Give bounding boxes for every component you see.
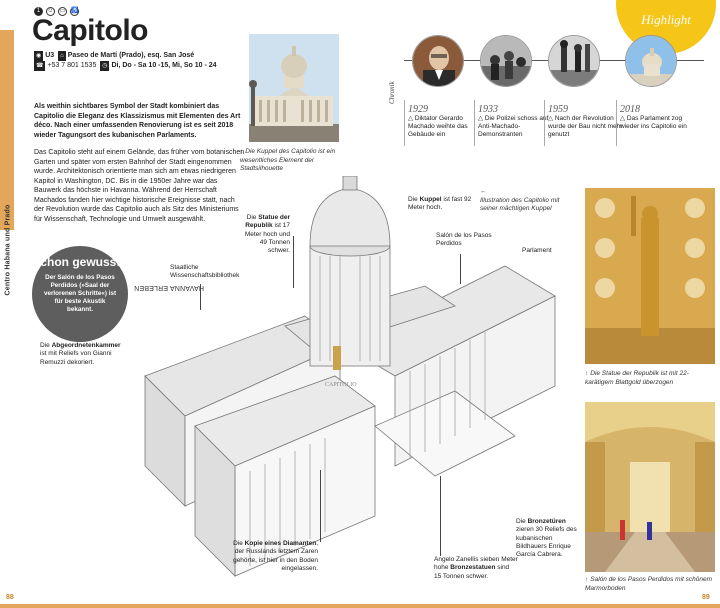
- number-icon: 1: [34, 7, 43, 16]
- capitol-illustration: CAPITOLIO: [144, 176, 556, 577]
- page-number-left: 88: [6, 594, 14, 601]
- timeline-photo-1959: [548, 35, 600, 87]
- callout-salon: Salón de los Pasos Perdidos: [436, 232, 492, 248]
- schon-gewusst-circle: Schon gewusst? Der Salón de los Pasos Pe…: [32, 246, 128, 342]
- timeline-photo-1933: [480, 35, 532, 87]
- page-title: Capitolo: [32, 14, 149, 47]
- timeline-photo-1929: [412, 35, 464, 87]
- address-icon: ⌂: [58, 51, 66, 61]
- timeline-photo-2018: [625, 35, 677, 87]
- callout-kuppel: Die Kuppel ist fast 92 Meter hoch.: [408, 196, 472, 212]
- callout-bronzetueren: Die Bronzetüren zieren 30 Reliefs des ku…: [516, 518, 577, 559]
- arrow-left-icon: ←: [480, 188, 487, 195]
- accessible-icon: ♿: [70, 7, 79, 16]
- page-number-right: 89: [702, 594, 710, 601]
- timeline-entry: 1959 △ Nach der Revolution wurde der Bau…: [548, 104, 623, 138]
- chronik-label: Chronik: [388, 81, 396, 104]
- caption-statue: ↑Die Statue der Republik ist mit 22-karä…: [585, 370, 689, 386]
- callout-zanelli: Angelo Zanellis sieben Meter hohe Bronze…: [434, 556, 518, 580]
- section-tab: [0, 30, 14, 230]
- callout-abgeordneten: Die Abgeordnetenkammer ist mit Reliefs v…: [40, 342, 121, 366]
- timeline-entry: 1929 △ Diktator Gerardo Machado weihte d…: [408, 104, 468, 138]
- callout-parlament: Parlament: [522, 247, 552, 254]
- intro-text: Als weithin sichtbares Symbol der Stadt …: [34, 103, 241, 139]
- caption-salon: ↑Salón de los Pasos Perdidos mit schönem…: [585, 576, 713, 592]
- address-info: ◉U3 ⌂Paseo de Martí (Prado), esq. San Jo…: [34, 51, 217, 71]
- info-icons: 1 ☺ ▭ ♿: [34, 7, 79, 16]
- statue-photo: [585, 188, 715, 364]
- callout-bibliothek: Staatliche Wissenschaftsbibliothek: [170, 264, 240, 280]
- body-text: Das Capitolio steht auf einem Gelände, d…: [34, 149, 245, 223]
- phone-icon: ☎: [34, 61, 46, 71]
- map-pin-icon: ◉: [34, 51, 44, 61]
- salon-photo: [585, 402, 715, 572]
- timeline-entry: 1933 △ Die Polizei schoss auf Anti-Macha…: [478, 104, 549, 138]
- family-icon: ☺: [46, 7, 55, 16]
- section-label: HAVANNA ERLEBEN Centro Habana und Prado: [4, 204, 205, 296]
- illustration-caption: ←Illustration des Capitolio mit seiner m…: [480, 188, 568, 214]
- clock-icon: ◷: [100, 61, 110, 71]
- card-icon: ▭: [58, 7, 67, 16]
- timeline-entry: 2018 △ Das Parlament zog wieder ins Capi…: [620, 104, 687, 130]
- callout-statue: Die Statue der Republik ist 17 Meter hoc…: [244, 214, 290, 255]
- capitol-photo: [249, 34, 339, 142]
- callout-diamant: Die Kopie eines Diamanten, der Russlands…: [233, 540, 318, 572]
- photo-caption-top: ↑Die Kuppel des Capitolio ist ein wesent…: [240, 148, 336, 172]
- capitolio-inscription: CAPITOLIO: [325, 382, 357, 388]
